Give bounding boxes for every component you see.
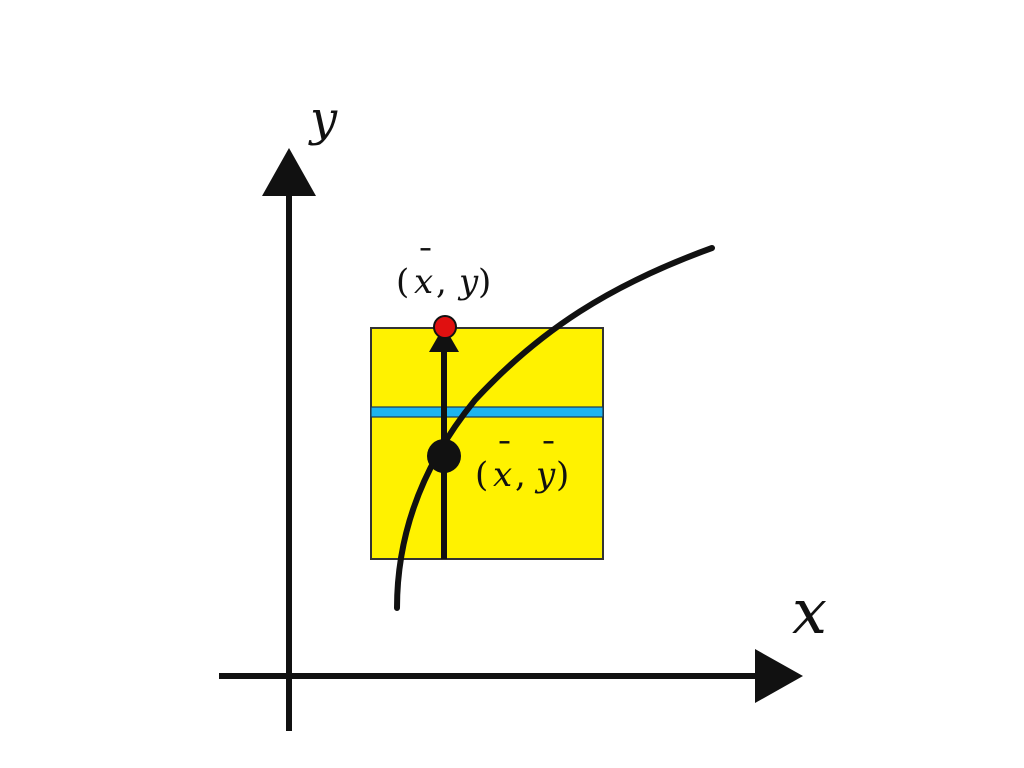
mean-point-label: ( x ¯ , y ¯ ) [475,435,569,495]
svg-text:x: x [493,455,512,495]
svg-text:¯: ¯ [417,242,434,282]
svg-text:,: , [436,262,447,302]
mean-point [427,439,461,473]
svg-text:(: ( [475,455,488,495]
svg-text:): ) [556,455,569,495]
svg-text:¯: ¯ [496,435,513,475]
x-axis-arrowhead [755,649,803,703]
svg-text:y: y [534,455,556,495]
top-point-label: ( x ¯ , y ) [396,242,491,302]
x-axis-label: x [792,575,827,648]
horizontal-band [370,406,604,418]
function-curve [394,245,715,611]
top-point [433,315,457,339]
svg-text:x: x [414,262,433,302]
svg-text:): ) [478,262,491,302]
svg-text:(: ( [396,262,409,302]
svg-text:y: y [457,262,479,302]
y-axis-label: y [308,91,338,147]
y-axis-arrowhead [262,148,316,196]
svg-text:,: , [515,455,526,495]
svg-text:¯: ¯ [540,435,557,475]
vertical-arrow-head [429,326,459,352]
